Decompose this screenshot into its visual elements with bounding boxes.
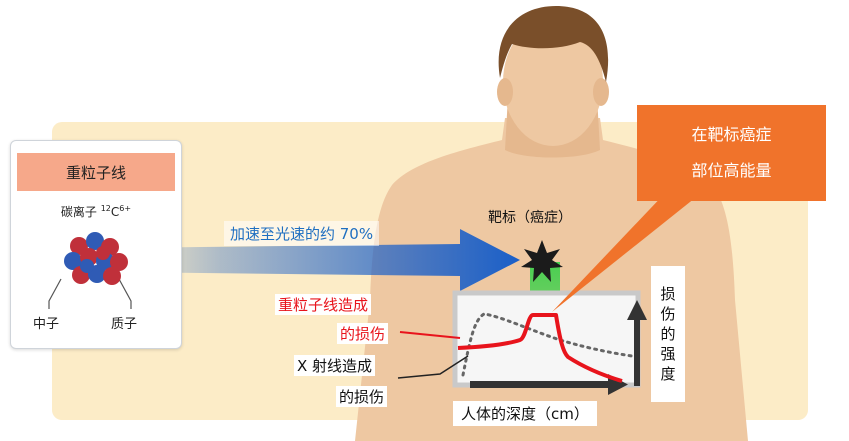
carbon-mass-number: 12 bbox=[100, 204, 111, 213]
heavy-leader-line bbox=[399, 331, 461, 339]
head bbox=[503, 18, 603, 146]
y-axis-char-3: 的 bbox=[660, 325, 676, 343]
carbon-symbol: C bbox=[110, 205, 120, 219]
carbon-ion-label: 碳离子 12C6+ bbox=[11, 203, 181, 220]
nucleus-illustration bbox=[48, 232, 132, 309]
y-axis-char-1: 损 bbox=[660, 285, 676, 303]
y-axis-char-4: 强 bbox=[660, 345, 676, 363]
x-axis-arrow bbox=[470, 381, 610, 388]
y-axis-label: 损 伤 的 强 度 bbox=[651, 266, 685, 402]
right-ear bbox=[593, 78, 609, 106]
carbon-ion-prefix: 碳离子 bbox=[60, 205, 101, 219]
y-axis-char-2: 伤 bbox=[660, 305, 676, 323]
y-axis-arrow bbox=[634, 318, 640, 386]
energy-callout: 在靶标癌症 部位高能量 bbox=[637, 105, 826, 201]
beam-arrow bbox=[120, 229, 520, 291]
target-label: 靶标（癌症） bbox=[488, 210, 572, 226]
nucleus-icon bbox=[64, 232, 128, 285]
target-starburst-icon bbox=[521, 240, 563, 282]
xray-curve bbox=[461, 312, 634, 377]
graph-box bbox=[452, 290, 641, 388]
proton-leader-line bbox=[118, 278, 132, 309]
x-axis-label: 人体的深度（cm） bbox=[453, 401, 597, 426]
xray-damage-label-line-1: X 射线造成 bbox=[294, 355, 376, 376]
callout-tail bbox=[552, 190, 705, 312]
speed-label: 加速至光速的约 70% bbox=[224, 221, 380, 246]
neutron-leader-line bbox=[48, 278, 62, 309]
hair bbox=[498, 6, 609, 82]
heavy-ion-damage-label-line-2: 的损伤 bbox=[337, 323, 389, 344]
heavy-ion-curve bbox=[457, 313, 623, 383]
left-ear bbox=[497, 78, 513, 106]
carbon-charge: 6+ bbox=[119, 204, 132, 213]
heavy-ion-damage-label-line-1: 重粒子线造成 bbox=[275, 294, 372, 315]
callout-line-2: 部位高能量 bbox=[691, 161, 772, 180]
neutron-label: 中子 bbox=[33, 317, 60, 332]
xray-leader-line bbox=[397, 355, 469, 379]
proton-label: 质子 bbox=[111, 317, 138, 332]
callout-line-1: 在靶标癌症 bbox=[691, 125, 772, 144]
particle-info-card: 重粒子线 碳离子 12C6+ 中子 质子 bbox=[10, 140, 182, 349]
y-axis-char-5: 度 bbox=[660, 365, 676, 383]
xray-damage-label-line-2: 的损伤 bbox=[336, 386, 388, 407]
card-title: 重粒子线 bbox=[17, 153, 175, 191]
